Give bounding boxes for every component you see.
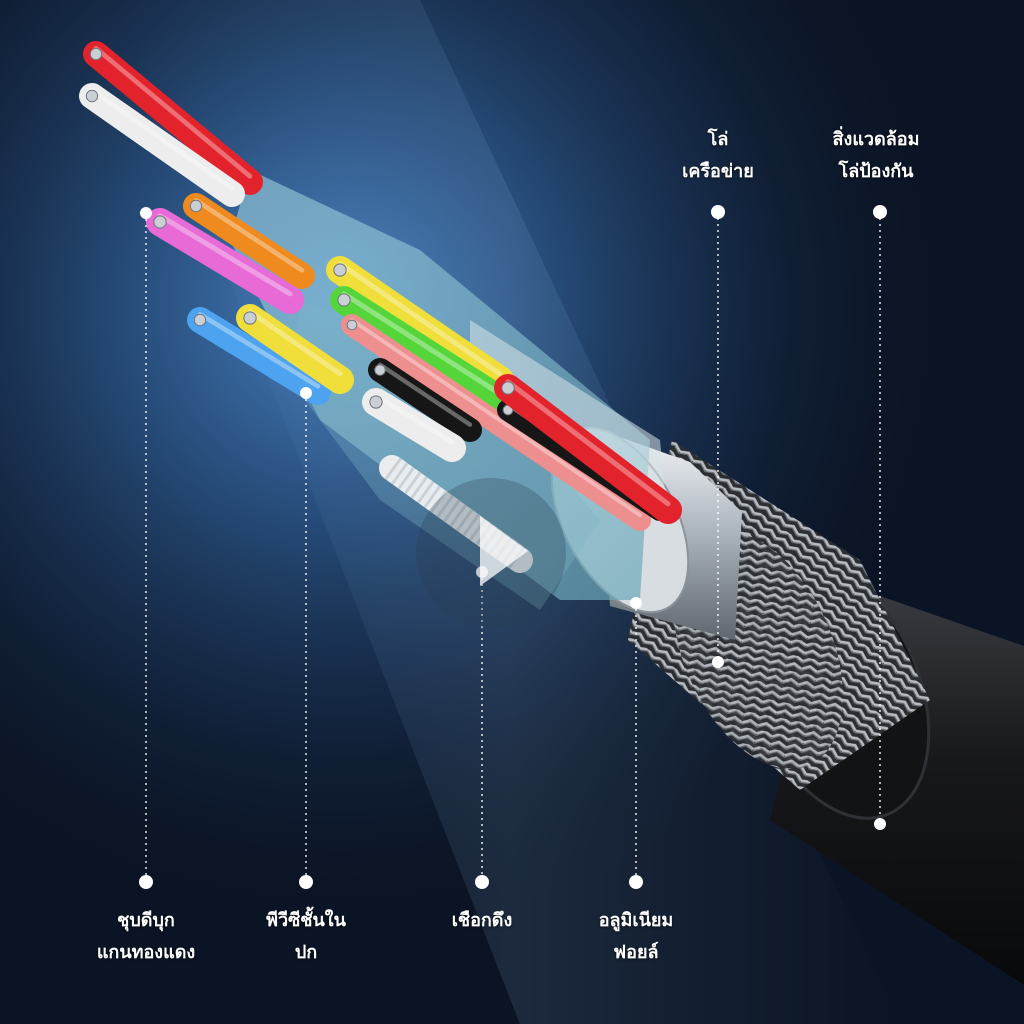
label-aluminum-foil: อลูมิเนียม ฟอยล์ <box>599 905 674 969</box>
callout-dot-foil-bottom <box>629 875 643 889</box>
label-outer-jacket-line2: โล่ป้องกัน <box>838 161 914 182</box>
label-braid-shield-line1: โล่ <box>707 129 729 150</box>
callout-dot-jacket-top <box>873 205 887 219</box>
callout-dot-pvc-bottom <box>299 875 313 889</box>
conductors <box>79 41 682 531</box>
wire-green <box>330 286 514 414</box>
wire-pink <box>146 208 304 314</box>
callout-dot-braid-bottom <box>712 656 724 668</box>
wire-yellow-mid <box>326 256 514 394</box>
callout-dots <box>139 205 887 889</box>
wire-yellow-low-core-tip <box>243 311 257 325</box>
wire-black-a-core-tip <box>374 364 386 376</box>
wire-black-a <box>368 358 482 442</box>
wire-white-low <box>362 388 466 462</box>
callout-dot-pvc-top <box>300 387 312 399</box>
callout-dot-foil-top <box>630 597 642 609</box>
label-pull-cord: เชือกดึง <box>452 905 513 937</box>
callout-lines <box>145 212 881 882</box>
wire-red-front <box>494 374 682 524</box>
wire-orange-core-tip <box>189 199 203 213</box>
label-pull-cord-line1: เชือกดึง <box>451 910 513 931</box>
wire-white-top-core-tip <box>85 89 99 103</box>
label-aluminum-foil-line2: ฟอยล์ <box>613 942 659 963</box>
label-outer-jacket-line1: สิ่งแวดล้อม <box>832 129 920 150</box>
label-copper-core-line2: แกนทองแดง <box>96 942 196 963</box>
label-braid-shield: โล่ เครือข่าย <box>682 124 754 188</box>
wire-blue-core-tip <box>193 313 207 327</box>
callout-dot-pull-cord-bottom <box>475 875 489 889</box>
label-pvc-insulation-line2: ปก <box>294 942 318 963</box>
wire-yellow-low <box>236 304 354 394</box>
label-braid-shield-line2: เครือข่าย <box>682 161 754 182</box>
wire-orange <box>183 193 315 289</box>
label-copper-core: ชุบดีบุก แกนทองแดง <box>97 905 195 969</box>
label-pvc-insulation-line1: พีวีซีชั้นใน <box>266 910 346 931</box>
wire-white-low-core-tip <box>369 395 383 409</box>
label-outer-jacket: สิ่งแวดล้อม โล่ป้องกัน <box>833 124 920 188</box>
wire-red-top <box>83 41 263 195</box>
video-play-button[interactable] <box>416 478 566 628</box>
label-aluminum-foil-line1: อลูมิเนียม <box>598 910 674 931</box>
wire-red-top-core-tip <box>89 47 103 61</box>
play-icon <box>480 516 528 586</box>
wire-salmon <box>341 314 651 531</box>
label-copper-core-line1: ชุบดีบุก <box>117 910 175 931</box>
callout-dot-braid-top <box>711 205 725 219</box>
wire-blue <box>187 307 331 405</box>
wire-green-core-tip <box>337 293 351 307</box>
wire-pink-core-tip <box>153 215 167 229</box>
callout-dot-copper-core-top <box>140 207 152 219</box>
wire-white-top <box>79 83 245 207</box>
callout-dot-jacket-bottom <box>874 818 886 830</box>
callout-dot-copper-core-bottom <box>139 875 153 889</box>
wire-salmon-core-tip <box>346 319 358 331</box>
wire-red-front-core-tip <box>501 381 515 395</box>
wire-yellow-mid-core-tip <box>333 263 347 277</box>
label-pvc-insulation: พีวีซีชั้นใน ปก <box>266 905 346 969</box>
